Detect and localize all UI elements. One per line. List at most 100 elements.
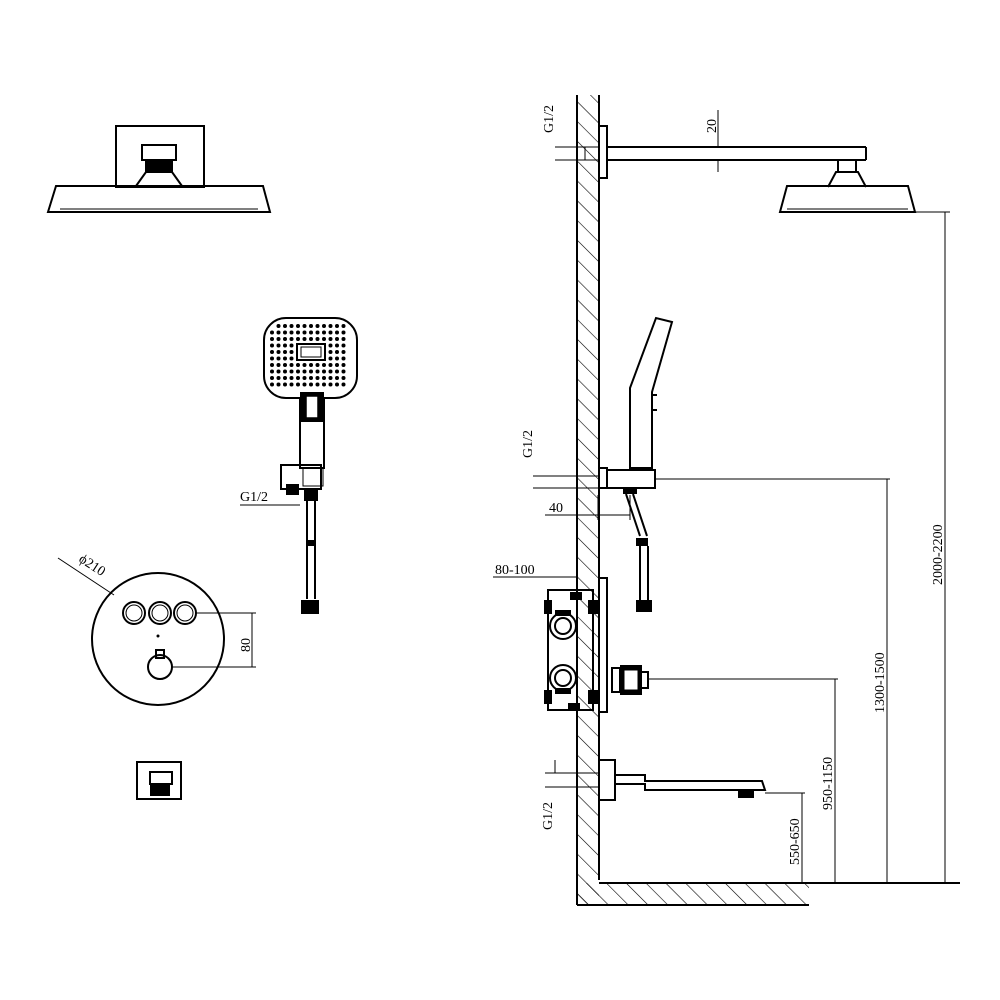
hose-bottom-nut — [301, 600, 319, 614]
spray-nozzle-dot — [283, 356, 287, 361]
spray-nozzle-dot — [296, 382, 300, 387]
spray-nozzle-dot — [289, 343, 294, 348]
label-height-valve: 950-1150 — [821, 757, 836, 810]
front-wall-flange — [115, 125, 205, 188]
spray-nozzle-dot — [296, 324, 300, 328]
spray-nozzle-dot — [276, 350, 281, 354]
spray-nozzle-dot — [309, 324, 313, 328]
spray-nozzle-dot — [335, 324, 339, 328]
spray-nozzle-dot — [276, 324, 281, 328]
label-height-spout: 550-650 — [788, 818, 803, 865]
spray-nozzle-dot — [289, 382, 294, 387]
spray-nozzle-dot — [335, 369, 339, 374]
spray-nozzle-dot — [302, 324, 307, 328]
spray-nozzle-dot — [289, 376, 294, 380]
spray-nozzle-dot — [328, 324, 333, 328]
wall-bracket — [280, 464, 322, 490]
spray-nozzle-dot — [309, 330, 313, 335]
label-height-hand: 1300-1500 — [873, 652, 888, 713]
side-valve-box — [493, 576, 649, 713]
spray-nozzle-dot — [335, 337, 339, 341]
spray-nozzle-dot — [335, 356, 339, 361]
label-height-rain: 2000-2200 — [931, 524, 946, 585]
spray-nozzle-dot — [283, 369, 287, 374]
spray-nozzle-dot — [276, 343, 281, 348]
spray-nozzle-dot — [283, 330, 287, 335]
spray-nozzle-dot — [328, 382, 333, 387]
spray-nozzle-dot — [341, 337, 346, 341]
side-hose — [625, 493, 641, 537]
spray-nozzle-dot — [328, 369, 333, 374]
spray-nozzle-dot — [341, 382, 346, 387]
spray-nozzle-dot — [283, 350, 287, 354]
label-arm-height: 20 — [705, 119, 720, 133]
front-hand-shower — [240, 317, 358, 614]
front-head-body — [46, 185, 272, 213]
spray-nozzle-dot — [283, 337, 287, 341]
label-thread-hand: G1/2 — [521, 430, 536, 458]
spray-nozzle-dot — [283, 324, 287, 328]
spout-flange — [598, 759, 616, 801]
spray-nozzle-dot — [276, 330, 281, 335]
inlet-port-top — [549, 612, 577, 640]
spray-nozzle-dot — [270, 343, 274, 348]
spray-nozzle-dot — [270, 356, 274, 361]
spray-nozzles — [270, 324, 346, 387]
spray-nozzle-dot — [322, 337, 326, 341]
spray-nozzle-dot — [335, 350, 339, 354]
spray-nozzle-dot — [270, 337, 274, 341]
spray-nozzle-dot — [322, 330, 326, 335]
control-plate — [91, 572, 225, 706]
spray-nozzle-dot — [328, 350, 333, 354]
label-plate-diameter: ϕ210 — [76, 552, 108, 580]
height-dimensions — [648, 212, 946, 883]
mode-window — [296, 343, 326, 361]
spray-nozzle-dot — [276, 382, 281, 387]
spray-nozzle-dot — [309, 382, 313, 387]
spray-nozzle-dot — [315, 376, 320, 380]
spray-nozzle-dot — [289, 350, 294, 354]
label-thread-front: G1/2 — [240, 490, 268, 505]
front-spout — [136, 761, 182, 800]
spray-nozzle-dot — [289, 356, 294, 361]
spout-face — [136, 761, 182, 800]
front-control-plate — [57, 557, 256, 706]
spray-nozzle-dot — [341, 343, 346, 348]
wall-hatching — [577, 95, 599, 905]
side-bracket — [606, 469, 656, 489]
spray-nozzle-dot — [341, 324, 346, 328]
spray-nozzle-dot — [289, 324, 294, 328]
spray-nozzle-dot — [296, 363, 300, 367]
label-button-spacing: 80 — [239, 638, 254, 652]
spray-nozzle-dot — [341, 356, 346, 361]
spray-nozzle-dot — [302, 369, 307, 374]
spray-nozzle-dot — [302, 363, 307, 367]
side-wall-flange — [598, 125, 608, 179]
spray-nozzle-dot — [276, 369, 281, 374]
side-control-plate — [598, 577, 608, 713]
spray-nozzle-dot — [270, 369, 274, 374]
hose-top-nut — [304, 489, 318, 501]
spray-nozzle-dot — [341, 330, 346, 335]
spray-nozzle-dot — [289, 337, 294, 341]
front-head-neck — [135, 171, 183, 187]
spray-nozzle-dot — [283, 382, 287, 387]
spray-nozzle-dot — [341, 363, 346, 367]
dimension-labels: G1/2 20 G1/2 40 80-100 G1/2 G1/2 ϕ210 80… — [76, 105, 946, 865]
spray-nozzle-dot — [302, 337, 307, 341]
side-bath-spout — [545, 759, 767, 801]
spray-nozzle-dot — [309, 369, 313, 374]
spray-nozzle-dot — [296, 369, 300, 374]
spray-nozzle-dot — [315, 337, 320, 341]
spray-nozzle-dot — [335, 382, 339, 387]
push-button-1 — [122, 601, 146, 625]
side-hand-shower — [533, 316, 674, 612]
spray-nozzle-dot — [283, 363, 287, 367]
side-head-body — [778, 185, 917, 213]
spray-nozzle-dot — [283, 343, 287, 348]
label-bracket-depth: 40 — [549, 501, 563, 516]
spray-nozzle-dot — [315, 369, 320, 374]
spray-nozzle-dot — [315, 382, 320, 387]
spray-nozzle-dot — [322, 382, 326, 387]
